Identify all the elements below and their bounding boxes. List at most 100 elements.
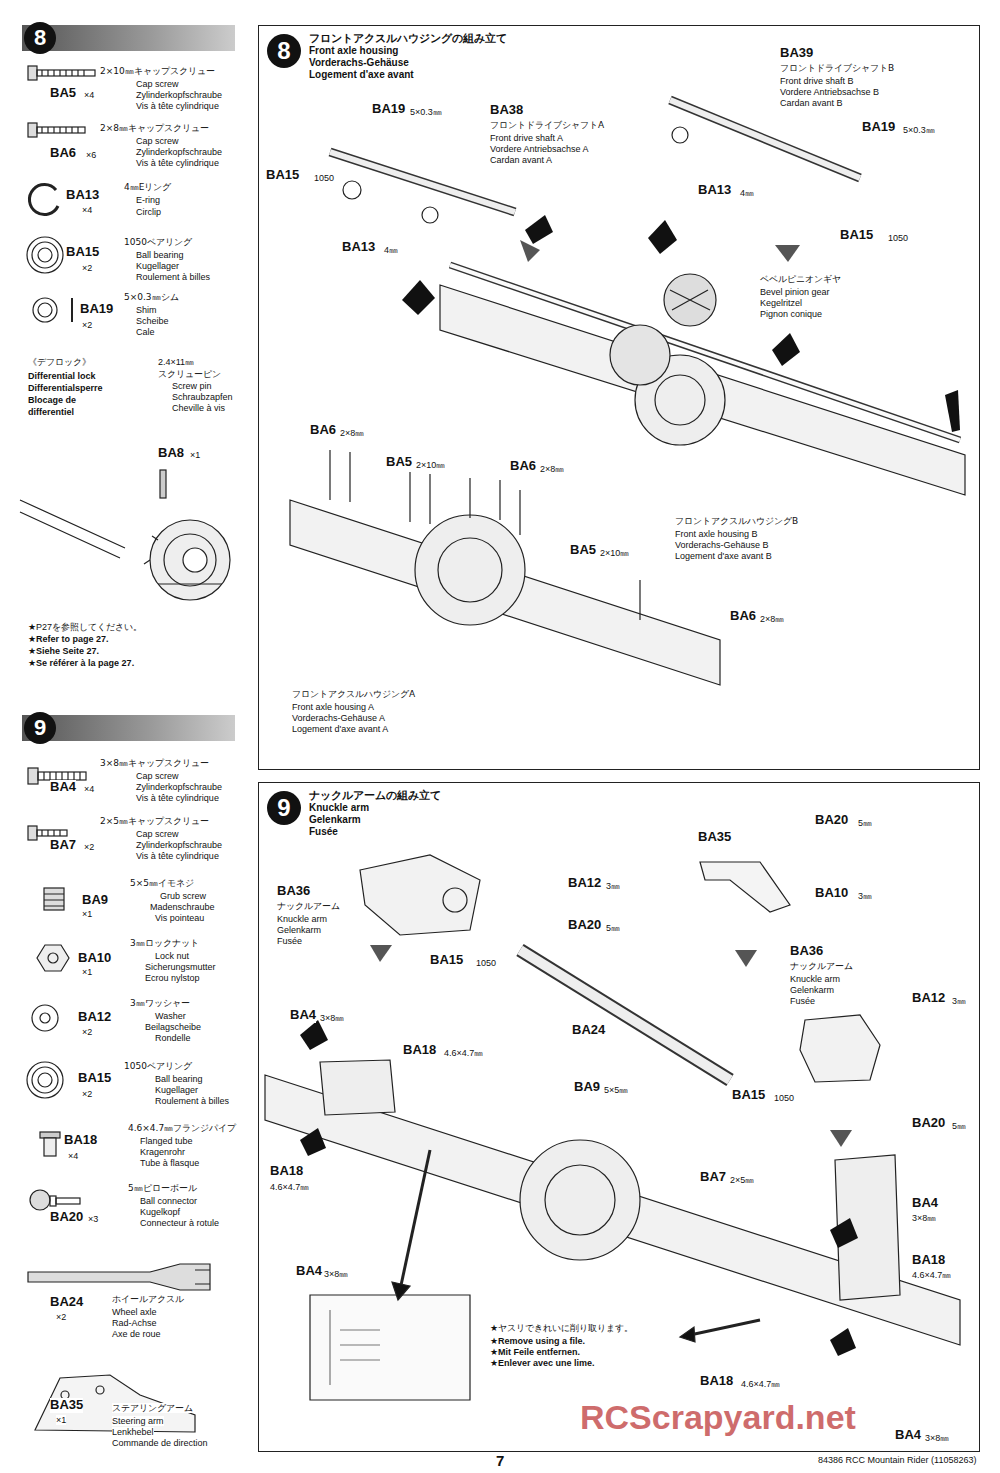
step-title: ナックルアームの組み立てKnuckle armGelenkarmFusée	[309, 789, 441, 838]
description-text: 2×8㎜	[340, 428, 364, 438]
part-code: BA19	[80, 302, 113, 317]
description-text: Vis à tête cylindrique	[136, 851, 219, 861]
part-code: BA35	[50, 1398, 83, 1413]
description-text: Cardan avant A	[490, 155, 552, 165]
japanese-label: 3㎜ロックナット	[130, 938, 199, 948]
description-text: Zylinderkopfschraube	[136, 147, 222, 157]
step-title-line: Fusée	[309, 826, 441, 838]
description-text: Cale	[136, 327, 155, 337]
description-text: 5㎜	[952, 1121, 966, 1131]
description-text: Lenkhebel	[112, 1427, 154, 1437]
description-text: Shim	[136, 305, 157, 315]
description-text: Kugellager	[155, 1085, 198, 1095]
description-text: 1050	[476, 958, 496, 968]
part-code: BA4	[50, 780, 76, 795]
description-text: Screw pin	[172, 381, 212, 391]
description-text: Knuckle arm	[277, 914, 327, 924]
description-text: Fusée	[277, 936, 302, 946]
page-number: 7	[496, 1452, 504, 1469]
note-text: ★Refer to page 27.	[28, 634, 109, 644]
description-text: Scheibe	[136, 316, 169, 326]
part-code: BA20	[568, 918, 601, 933]
japanese-label: 2×8㎜キャップスクリュー	[100, 123, 209, 133]
part-code: BA20	[912, 1116, 945, 1131]
part-code: BA19	[862, 120, 895, 135]
japanese-label: ベベルピニオンギヤ	[760, 274, 841, 284]
description-text: ×2	[84, 842, 94, 852]
description-text: 2×10㎜	[416, 460, 445, 470]
step-title-line: ナックルアームの組み立て	[309, 789, 441, 802]
japanese-label: 4㎜Eリング	[124, 182, 171, 192]
description-text: Zylinderkopfschraube	[136, 782, 222, 792]
note-text: ★Remove using a file.	[490, 1336, 585, 1346]
description-text: Rondelle	[155, 1033, 191, 1043]
description-text: Kugelkopf	[140, 1207, 180, 1217]
description-text: Lock nut	[155, 951, 189, 961]
description-text: ×2	[82, 1027, 92, 1037]
description-text: Circlip	[136, 207, 161, 217]
description-text: Washer	[155, 1011, 186, 1021]
description-text: 3×8㎜	[324, 1269, 348, 1279]
part-code: BA24	[572, 1023, 605, 1038]
step-title: フロントアクスルハウジングの組み立てFront axle housingVord…	[309, 32, 507, 81]
description-text: 4㎜	[740, 188, 754, 198]
part-code: BA6	[730, 609, 756, 624]
japanese-label: 2×5㎜キャップスクリュー	[100, 816, 209, 826]
description-text: Front axle housing B	[675, 529, 758, 539]
step-number: 8	[267, 34, 301, 68]
description-text: Axe de roue	[112, 1329, 161, 1339]
step-number: 8	[24, 22, 56, 54]
description-text: Kugellager	[136, 261, 179, 271]
description-text: Front drive shaft B	[780, 76, 854, 86]
description-text: Bevel pinion gear	[760, 287, 830, 297]
description-text: Steering arm	[112, 1416, 164, 1426]
japanese-label: ナックルアーム	[790, 961, 853, 971]
description-text: Connecteur à rotule	[140, 1218, 219, 1228]
part-code: BA4	[290, 1008, 316, 1023]
part-code: BA6	[50, 146, 76, 161]
part-code: BA13	[66, 188, 99, 203]
part-code: BA7	[50, 838, 76, 853]
step-number: 9	[267, 791, 301, 825]
japanese-label: フロントドライブシャフトB	[780, 63, 894, 73]
note-text: Blocage de	[28, 395, 76, 405]
description-text: Madenschraube	[150, 902, 215, 912]
description-text: ×1	[82, 909, 92, 919]
japanese-label: ステアリングアーム	[112, 1403, 193, 1413]
part-code: BA9	[574, 1080, 600, 1095]
description-text: ×1	[190, 450, 200, 460]
note-text: ★Mit Feile entfernen.	[490, 1347, 580, 1357]
description-text: ×2	[82, 320, 92, 330]
part-code: BA10	[815, 886, 848, 901]
description-text: 2×10㎜	[600, 548, 629, 558]
step-title-line: Gelenkarm	[309, 814, 441, 826]
part-code: BA39	[780, 46, 813, 61]
part-code: BA4	[895, 1428, 921, 1443]
note-text: Differential lock	[28, 371, 96, 381]
description-text: Cap screw	[136, 829, 179, 839]
note-text: ★Enlever avec une lime.	[490, 1358, 595, 1368]
description-text: Gelenkarm	[790, 985, 834, 995]
description-text: 4.6×4.7㎜	[444, 1048, 483, 1058]
description-text: Kragenrohr	[140, 1147, 185, 1157]
description-text: 3×8㎜	[925, 1433, 949, 1443]
part-code: BA12	[78, 1010, 111, 1025]
japanese-label: 3×8㎜キャップスクリュー	[100, 758, 209, 768]
description-text: Ecrou nylstop	[145, 973, 200, 983]
japanese-label: スクリューピン	[158, 369, 221, 379]
part-code: BA5	[50, 86, 76, 101]
part-code: BA15	[840, 228, 873, 243]
description-text: ×4	[82, 205, 92, 215]
part-code: BA5	[386, 455, 412, 470]
part-code: BA6	[310, 423, 336, 438]
description-text: ×3	[88, 1214, 98, 1224]
japanese-label: 3㎜ワッシャー	[130, 998, 190, 1008]
part-code: BA18	[700, 1374, 733, 1389]
description-text: Logement d'axe avant A	[292, 724, 388, 734]
part-code: BA24	[50, 1295, 83, 1310]
description-text: 5×0.3㎜	[410, 107, 442, 117]
step-number: 9	[24, 712, 56, 744]
part-code: BA13	[342, 240, 375, 255]
step-title-line: Front axle housing	[309, 45, 507, 57]
description-text: Vorderachs-Gehäuse B	[675, 540, 769, 550]
